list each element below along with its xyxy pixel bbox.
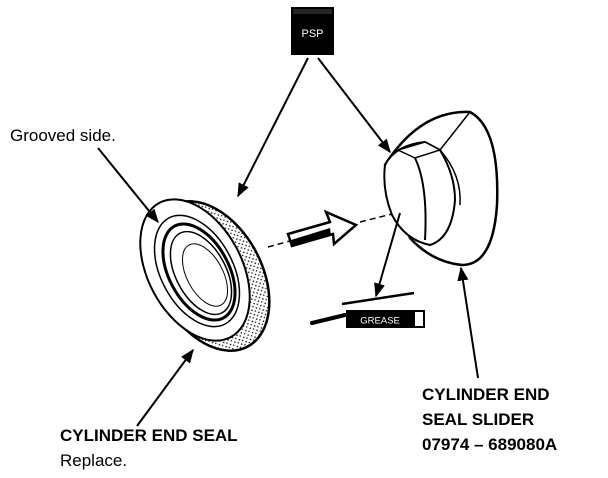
grooved-side-leader	[97, 147, 159, 224]
install-direction-arrow	[286, 209, 359, 248]
slider-title-line1: CYLINDER END	[422, 385, 550, 404]
grooved-side-label: Grooved side.	[10, 126, 116, 145]
psp-fluid-icon: PSP	[291, 7, 334, 55]
psp-text: PSP	[301, 28, 323, 40]
seal-note-label: Replace.	[60, 451, 128, 470]
psp-leader-slider	[317, 57, 391, 154]
slider-part-number: 07974 – 689080A	[422, 435, 558, 454]
psp-leader-seal	[237, 57, 309, 198]
center-axis-line-2	[359, 213, 393, 223]
cylinder-end-seal	[139, 198, 271, 352]
seal-leader	[136, 348, 194, 427]
seal-title-label: CYLINDER END SEAL	[60, 426, 238, 445]
slider-leader	[457, 266, 479, 379]
grease-leader	[374, 212, 401, 298]
grease-text: GREASE	[360, 316, 400, 327]
slider-title-line2: SEAL SLIDER	[422, 410, 535, 429]
center-axis-line	[267, 240, 291, 248]
seal-slider-tool	[383, 110, 499, 267]
grease-tube-icon: GREASE	[310, 291, 425, 328]
